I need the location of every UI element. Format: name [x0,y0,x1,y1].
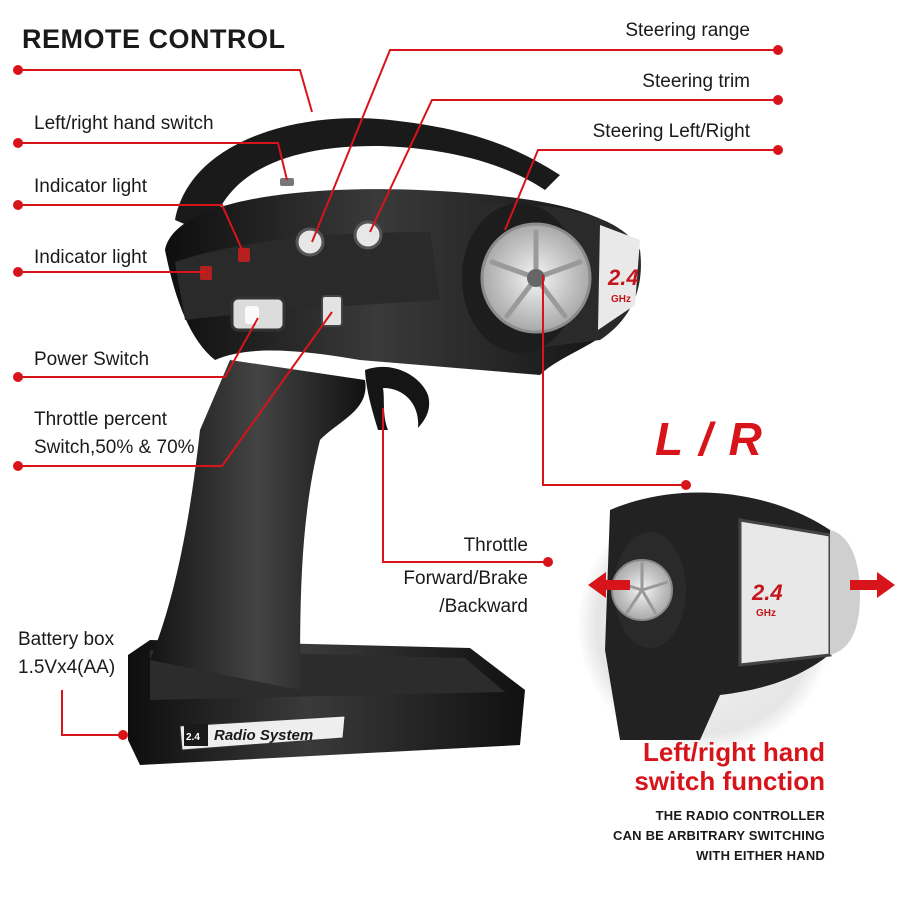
switch-function-line2: switch function [634,766,825,796]
label-throttle: Throttle [463,535,528,556]
lr-left-letter: L [655,413,685,465]
throttle-trigger [365,366,430,430]
hand-switch [280,178,294,186]
callout-steering-lr [504,145,783,231]
label-battery-line1: Battery box [18,629,115,650]
label-steering-left-right: Steering Left/Right [592,121,750,142]
inset-badge-frequency: 2.4 [751,580,783,605]
label-battery-line2: 1.5Vx4(AA) [18,657,116,678]
callout-throttle [382,408,553,567]
page-title: REMOTE CONTROL [22,24,286,54]
callout-power [13,317,259,382]
label-indicator-light-2: Indicator light [34,247,148,268]
label-steering-range: Steering range [625,20,750,41]
base-label-plate [179,715,346,751]
side-badge-frequency: 2.4 [607,265,639,290]
label-throttle-dir-line1: Forward/Brake [403,568,528,589]
switch-function-line1: Left/right hand [643,737,825,767]
base-label-frequency: 2.4 [186,732,200,743]
callout-title-handle [13,65,313,113]
label-throttle-percent-line2: Switch,50% & 70% [34,437,195,458]
switch-function-heading: Left/right hand switch function [600,738,825,796]
steering-range-knob [295,227,325,257]
switch-function-description: THE RADIO CONTROLLER CAN BE ARBITRARY SW… [560,806,825,866]
label-steering-trim: Steering trim [642,71,750,92]
arrow-right-icon [850,572,895,598]
lr-slash: / [699,413,714,465]
base-label-text: Radio System [214,727,313,744]
callout-steering-trim [369,95,783,233]
callout-indicator-1 [13,200,245,255]
transmitter-illustration: 2.4 GHz 2.4 Radio System [128,118,641,765]
lr-heading: L / R [655,412,764,466]
indicator-light-1 [238,248,250,262]
lr-right-letter: R [728,413,764,465]
callout-lr-inset [542,275,691,490]
transmitter-grip [150,360,366,690]
lr-inset-illustration: 2.4 GHz [577,492,895,753]
side-badge-unit: GHz [611,294,631,305]
side-badge-plate [598,225,640,330]
carry-handle [175,118,560,235]
desc-line1: THE RADIO CONTROLLER [655,808,825,823]
label-hand-switch: Left/right hand switch [34,113,214,134]
callout-indicator-2 [13,267,206,277]
desc-line3: WITH EITHER HAND [696,848,825,863]
inset-badge-unit: GHz [756,608,776,619]
callout-hand-switch [13,138,288,181]
callout-steering-range [311,45,783,243]
label-throttle-dir-line2: /Backward [439,596,528,617]
callout-battery [61,690,128,740]
label-indicator-light-1: Indicator light [34,176,148,197]
label-throttle-percent-line1: Throttle percent [34,409,168,430]
callout-lines [13,45,783,740]
callout-throttle-percent [13,311,333,471]
arrow-left-icon [588,572,630,598]
desc-line2: CAN BE ARBITRARY SWITCHING [613,828,825,843]
steering-trim-knob [353,220,383,250]
label-power-switch: Power Switch [34,349,150,370]
